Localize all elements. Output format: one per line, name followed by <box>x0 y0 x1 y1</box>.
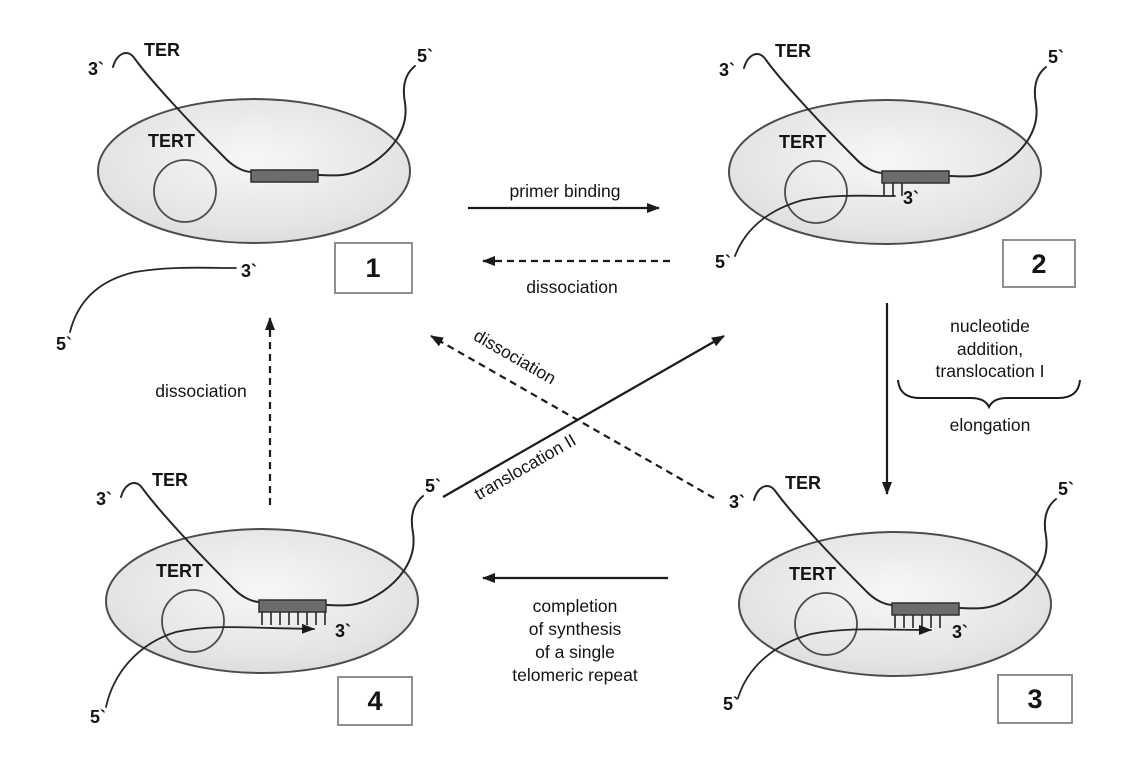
rna-name-label: TER <box>152 470 188 490</box>
state-3-complex: 3` 5` 3` TER 5` TERT 3 <box>723 473 1074 724</box>
primer-5prime-label: 5` <box>715 252 731 272</box>
transition-elongation: nucleotide addition, translocation I elo… <box>882 303 1081 495</box>
rna-template-bar <box>250 169 319 183</box>
state-number: 2 <box>1031 249 1046 279</box>
completed-primer-strand <box>105 623 315 708</box>
tert-active-site-circle <box>784 160 848 224</box>
primer-binding-label: primer binding <box>510 181 621 201</box>
state-number-box <box>1002 239 1076 288</box>
transition-primer-binding: primer binding <box>468 181 660 213</box>
state-number: 1 <box>365 253 380 283</box>
transition-dissociation-4-1: dissociation <box>155 317 275 505</box>
state-number: 3 <box>1027 684 1042 714</box>
tert-active-site-circle <box>161 589 225 653</box>
rna-template-bar <box>891 602 960 616</box>
primer-5prime-label: 5` <box>90 707 106 727</box>
ter-rna-left-strand <box>120 482 261 603</box>
rna-5prime-label: 5` <box>425 476 441 496</box>
ter-rna-right-strand <box>325 495 424 607</box>
base-pairing-ticks <box>261 612 326 625</box>
ter-3prime-label: 3` <box>96 489 112 509</box>
ter-3prime-label: 3` <box>729 492 745 512</box>
state-number-box <box>337 676 413 726</box>
ter-rna-left-strand <box>743 53 884 174</box>
underbrace <box>897 379 1081 410</box>
primer-3prime-label: 3` <box>335 621 351 641</box>
rna-name-label: TER <box>775 41 811 61</box>
tert-name-label: TERT <box>779 132 826 152</box>
elongation-brace-label: elongation <box>950 415 1031 435</box>
free-primer-3prime-label: 3` <box>241 261 257 281</box>
free-primer-strand <box>69 266 237 333</box>
dissociation-label-4-1: dissociation <box>155 381 246 401</box>
ter-3prime-label: 3` <box>88 59 104 79</box>
elongation-line-3: translocation I <box>936 361 1045 381</box>
ter-rna-right-strand <box>958 498 1057 610</box>
free-primer: 3` 5` <box>56 261 257 354</box>
rna-5prime-label: 5` <box>1058 479 1074 499</box>
elongation-line-1: nucleotide <box>950 316 1030 336</box>
dissociation-arrow-3-1 <box>430 335 715 499</box>
primer-5prime-label: 5` <box>723 694 739 714</box>
rna-template-bar <box>881 170 950 184</box>
tert-name-label: TERT <box>789 564 836 584</box>
ter-3prime-label: 3` <box>719 60 735 80</box>
state-number-box <box>997 674 1073 724</box>
completion-line-3: of a single <box>535 642 615 662</box>
translocation-2-label: translocation II <box>471 430 580 504</box>
completion-line-1: completion <box>533 596 618 616</box>
translocation-2-arrow <box>442 335 725 498</box>
tert-name-label: TERT <box>148 131 195 151</box>
rna-name-label: TER <box>785 473 821 493</box>
ter-rna-right-strand <box>948 66 1047 178</box>
rna-template-bar <box>258 599 327 613</box>
transition-dissociation-3-1: dissociation <box>430 325 715 499</box>
state-1-complex: 3` TER 5` TERT 1 <box>88 40 433 294</box>
state-4-complex: 3` 5` 3` TER 5` TERT 4 <box>90 470 441 727</box>
state-number-box <box>334 242 413 294</box>
transition-completion: completion of synthesis of a single telo… <box>482 573 668 685</box>
rna-5prime-label: 5` <box>417 46 433 66</box>
completion-line-2: of synthesis <box>529 619 622 639</box>
base-pairing-ticks <box>883 183 903 196</box>
free-primer-5prime-label: 5` <box>56 334 72 354</box>
ter-rna-right-strand <box>317 65 416 177</box>
state-2-complex: 3` 5` 3` TER 5` TERT 2 <box>715 41 1076 288</box>
ter-rna-left-strand <box>753 485 894 606</box>
elongation-line-2: addition, <box>957 339 1023 359</box>
bound-primer-strand <box>734 194 896 257</box>
elongated-primer-strand <box>737 624 932 699</box>
primer-3prime-label: 3` <box>903 188 919 208</box>
ter-rna-left-strand <box>112 52 253 173</box>
primer-3prime-label: 3` <box>952 622 968 642</box>
transition-dissociation-2-1: dissociation <box>482 256 670 297</box>
dissociation-label-3-1: dissociation <box>470 325 559 388</box>
tert-active-site-circle <box>794 592 858 656</box>
rna-5prime-label: 5` <box>1048 47 1064 67</box>
tert-name-label: TERT <box>156 561 203 581</box>
tert-active-site-circle <box>153 159 217 223</box>
completion-line-4: telomeric repeat <box>512 665 638 685</box>
rna-name-label: TER <box>144 40 180 60</box>
dissociation-label-2-1: dissociation <box>526 277 617 297</box>
state-number: 4 <box>367 686 382 716</box>
